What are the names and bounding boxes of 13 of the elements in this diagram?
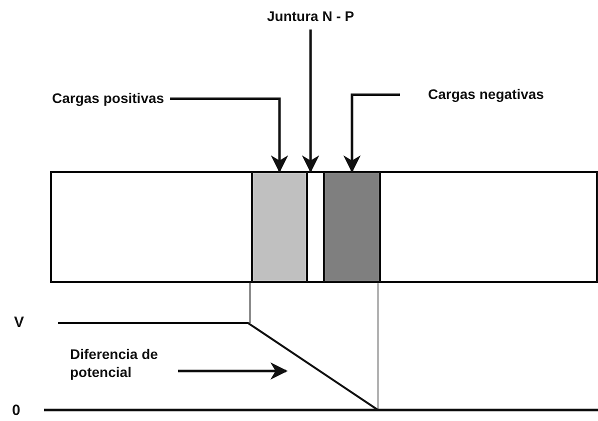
semiconductor-bar (50, 171, 598, 283)
annotation-text: Cargas positivas (52, 90, 164, 108)
positive-charge-region (251, 171, 308, 283)
annotation-text: Cargas negativas (428, 86, 544, 104)
annotation-text: Diferencia de potencial (70, 346, 166, 381)
axis-value-label: V (14, 314, 24, 331)
arrow (343, 94, 400, 173)
axis-value-label: 0 (12, 402, 20, 419)
arrow (178, 362, 288, 380)
arrow (302, 30, 320, 173)
arrow (170, 98, 288, 173)
negative-charge-region (323, 171, 381, 283)
annotation-text: Juntura N - P (267, 8, 354, 26)
